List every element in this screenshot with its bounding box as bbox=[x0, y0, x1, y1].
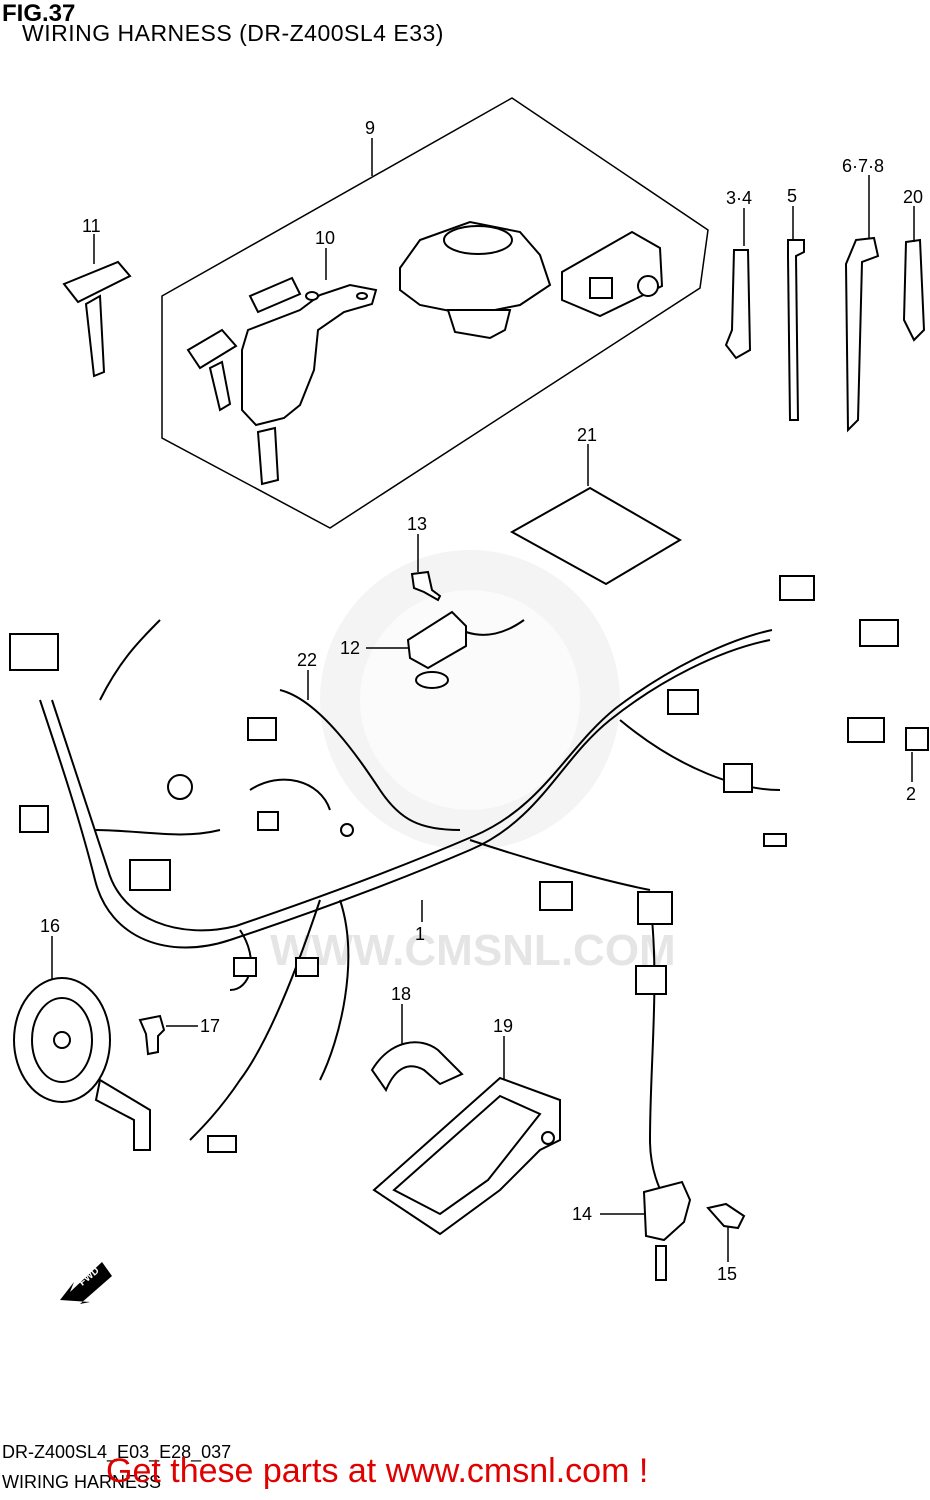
wire-clamp-3-4 bbox=[724, 249, 752, 360]
instruction-sheet bbox=[509, 486, 682, 586]
bolt-13 bbox=[410, 570, 442, 602]
callout-5: 5 bbox=[787, 186, 797, 206]
cable-tie-6-7-8 bbox=[844, 236, 880, 433]
callout-20: 20 bbox=[903, 187, 923, 207]
leader-lines bbox=[51, 138, 915, 1262]
harness-connectors bbox=[9, 575, 929, 1153]
callout-13: 13 bbox=[407, 514, 427, 534]
diagram-name: WIRING HARNESS bbox=[2, 1472, 162, 1492]
callout-16: 16 bbox=[40, 916, 60, 936]
horn-16 bbox=[13, 977, 151, 1151]
callout-19: 19 bbox=[493, 1016, 513, 1036]
bolt-17 bbox=[138, 1014, 166, 1056]
fwd-arrow-icon: FWD bbox=[60, 1262, 112, 1304]
watermark-logo: WWW.CMSNL.COM bbox=[270, 550, 676, 975]
callout-14: 14 bbox=[572, 1204, 592, 1224]
callout-12: 12 bbox=[340, 638, 360, 658]
cover-18 bbox=[370, 1041, 464, 1093]
switch-12 bbox=[406, 610, 525, 689]
diagram-title: WIRING HARNESS (DR-Z400SL4 E33) bbox=[22, 20, 444, 46]
diagram-code: DR-Z400SL4_E03_E28_037 bbox=[2, 1442, 232, 1462]
figure-number: FIG.37 bbox=[2, 0, 76, 27]
seat-lock bbox=[561, 230, 664, 318]
fuel-cap bbox=[399, 220, 552, 340]
callout-2: 2 bbox=[906, 784, 916, 804]
callout-10: 10 bbox=[315, 228, 335, 248]
watermark-text: WWW.CMSNL.COM bbox=[270, 926, 676, 975]
wiring-harness-main bbox=[39, 619, 781, 1201]
cable-tie-5 bbox=[787, 239, 805, 421]
callout-17: 17 bbox=[200, 1016, 220, 1036]
callout-11: 11 bbox=[82, 216, 101, 236]
callout-6-7-8: 6·7·8 bbox=[842, 156, 884, 176]
callout-9: 9 bbox=[365, 118, 375, 138]
callout-18: 18 bbox=[391, 984, 411, 1004]
spare-key bbox=[62, 260, 132, 378]
bolt-15 bbox=[706, 1202, 746, 1230]
switch-14 bbox=[642, 1180, 692, 1281]
callout-labels: 1 2 3·4 5 6·7·8 9 10 11 12 13 14 15 16 1… bbox=[40, 118, 923, 1284]
callout-3-4: 3·4 bbox=[726, 188, 752, 208]
bracket-19 bbox=[372, 1076, 561, 1236]
ignition-kit-outline bbox=[161, 97, 709, 529]
callout-21: 21 bbox=[577, 425, 597, 445]
callout-15: 15 bbox=[717, 1264, 737, 1284]
clamp-20 bbox=[902, 238, 926, 342]
promo-link[interactable]: Get these parts at www.cmsnl.com ! bbox=[106, 1452, 649, 1490]
callout-1: 1 bbox=[415, 924, 425, 944]
callout-22: 22 bbox=[297, 650, 317, 670]
ignition-keys bbox=[186, 276, 302, 412]
ignition-switch bbox=[241, 283, 378, 486]
